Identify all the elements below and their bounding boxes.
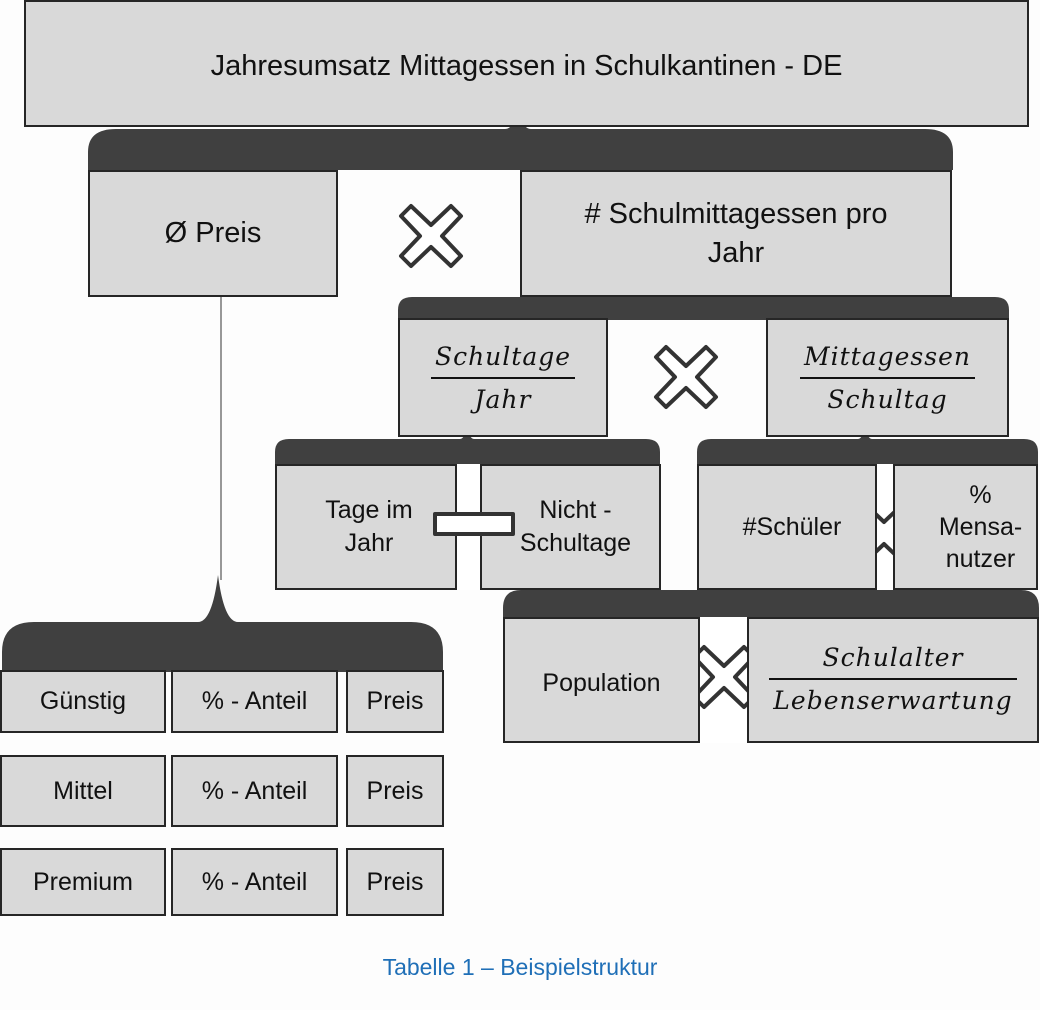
non-school-days-line2: Schultage	[519, 529, 632, 557]
price-value-label: Preis	[366, 687, 424, 715]
share-label: % - Anteil	[201, 867, 308, 896]
price-label: Ø Preis	[164, 217, 262, 250]
fraction-denominator: Schultag	[827, 384, 948, 414]
bracket-meals	[398, 282, 1009, 320]
root-label: Jahresumsatz Mittagessen in Schulkantine…	[210, 50, 843, 82]
students-box: #Schüler	[697, 464, 877, 590]
non-school-days-line1: Nicht -	[539, 496, 612, 524]
meals-per-year-box: # Schulmittagessen pro Jahr	[520, 170, 952, 297]
price-tier-cell: Premium	[0, 848, 166, 916]
canteen-users-line2: Mensa-	[938, 513, 1023, 541]
population-box: Population	[503, 617, 700, 743]
schooldays-per-year-box: Schultage Jahr	[398, 318, 608, 437]
canteen-users-line3: nutzer	[945, 545, 1016, 573]
students-label: #Schüler	[742, 512, 842, 541]
fraction-numerator: Schulalter	[822, 643, 964, 672]
fraction-bar	[800, 376, 975, 379]
fraction-numerator: Mittagessen	[804, 341, 971, 371]
days-in-year-line2: Jahr	[344, 529, 394, 557]
bracket-root	[88, 100, 953, 170]
fraction-denominator: Jahr	[474, 384, 532, 414]
lunches-per-schoolday-fraction: Mittagessen Schultag	[800, 340, 975, 416]
days-in-year-line1: Tage im	[325, 496, 413, 524]
canteen-users-box: % Mensa- nutzer	[893, 464, 1038, 590]
fraction-denominator: Lebenserwartung	[773, 686, 1013, 715]
price-box: Ø Preis	[88, 170, 338, 297]
age-ratio-fraction: Schulalter Lebenserwartung	[769, 641, 1017, 717]
bracket-schooldays	[275, 424, 660, 464]
price-share-cell: % - Anteil	[171, 755, 338, 827]
age-ratio-box: Schulalter Lebenserwartung	[747, 617, 1039, 743]
days-in-year-box: Tage im Jahr	[275, 464, 457, 590]
minus-icon	[433, 512, 515, 536]
price-tier-cell: Günstig	[0, 670, 166, 733]
share-label: % - Anteil	[201, 687, 308, 715]
price-share-cell: % - Anteil	[171, 670, 338, 733]
price-value-cell: Preis	[346, 848, 444, 916]
fraction-numerator: Schultage	[434, 341, 572, 371]
multiply-icon	[399, 204, 463, 268]
tier-label: Günstig	[39, 687, 127, 715]
canteen-users-line1: %	[969, 481, 992, 509]
bracket-price-table	[2, 575, 443, 672]
schooldays-per-year-fraction: Schultage Jahr	[430, 340, 576, 416]
root-box: Jahresumsatz Mittagessen in Schulkantine…	[24, 0, 1029, 127]
population-label: Population	[542, 669, 661, 697]
share-label: % - Anteil	[201, 776, 308, 805]
price-tier-cell: Mittel	[0, 755, 166, 827]
bracket-lunches	[697, 424, 1038, 464]
meals-per-year-line1: # Schulmittagessen pro	[584, 198, 888, 231]
fraction-bar	[769, 678, 1017, 680]
price-value-label: Preis	[366, 776, 424, 805]
price-value-label: Preis	[366, 867, 424, 896]
price-value-cell: Preis	[346, 755, 444, 827]
bracket-students	[503, 568, 1039, 617]
tier-label: Mittel	[53, 776, 113, 805]
fraction-bar	[430, 376, 576, 379]
multiply-icon	[654, 345, 718, 409]
figure-caption: Tabelle 1 – Beispielstruktur	[382, 954, 658, 980]
price-share-cell: % - Anteil	[171, 848, 338, 916]
lunches-per-schoolday-box: Mittagessen Schultag	[766, 318, 1009, 437]
meals-per-year-line2: Jahr	[707, 236, 765, 269]
price-value-cell: Preis	[346, 670, 444, 733]
tier-label: Premium	[32, 867, 133, 896]
